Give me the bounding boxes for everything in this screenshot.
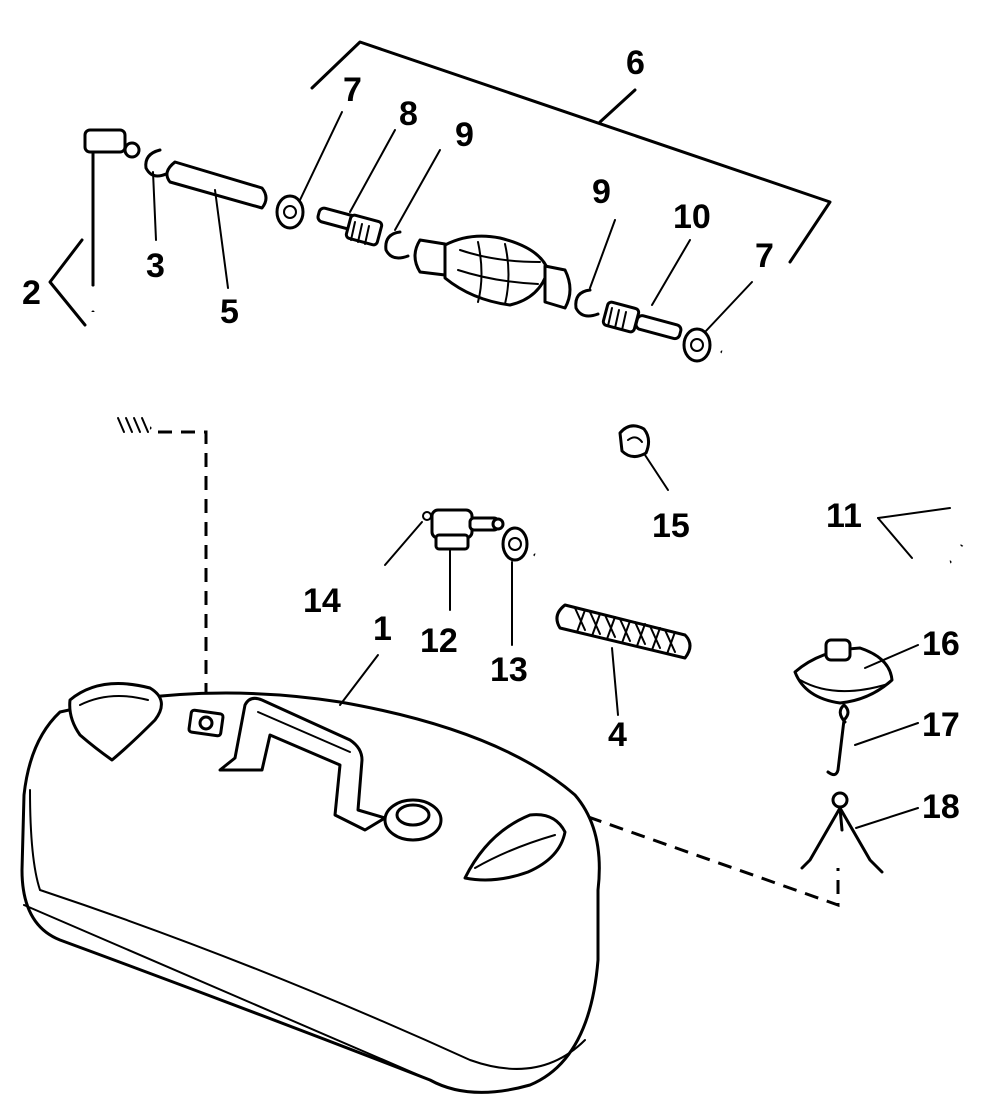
- clamp-7-left: [275, 111, 343, 230]
- hook-17: [826, 703, 919, 777]
- label-6: 6: [626, 44, 645, 82]
- label-7-left: 7: [343, 71, 362, 109]
- assembly-line-pickup: [158, 430, 208, 712]
- hose-sleeve: [555, 603, 692, 716]
- label-1: 1: [373, 610, 392, 648]
- fuel-tank: [20, 654, 601, 1094]
- fuel-hose: [531, 343, 982, 601]
- label-13: 13: [490, 651, 528, 689]
- clamp-7-right: [682, 281, 753, 363]
- label-14: 14: [303, 582, 341, 620]
- connector-12: [430, 508, 505, 611]
- o-ring: [422, 511, 432, 521]
- label-15: 15: [652, 507, 690, 545]
- clamp-13: [501, 526, 529, 646]
- label-3: 3: [146, 247, 165, 285]
- label-17: 17: [922, 706, 960, 744]
- label-10: 10: [673, 198, 711, 236]
- clamp-9-left: [384, 230, 410, 260]
- label-8: 8: [399, 95, 418, 133]
- fitting-10: [601, 239, 691, 341]
- label-18: 18: [922, 788, 960, 826]
- short-hose: [165, 160, 268, 289]
- label-12: 12: [420, 622, 458, 660]
- pickup-tube: [48, 128, 152, 433]
- label-2: 2: [22, 274, 41, 312]
- label-4: 4: [608, 716, 627, 754]
- check-valve-fitting: [316, 129, 396, 247]
- label-5: 5: [220, 293, 239, 331]
- label-11: 11: [826, 497, 862, 535]
- primer-bulb: [413, 234, 572, 310]
- label-9-right: 9: [592, 173, 611, 211]
- clamp-9-right: [574, 288, 600, 318]
- strap-18: [800, 791, 919, 874]
- label-16: 16: [922, 625, 960, 663]
- fuel-cap: [793, 638, 919, 705]
- part-labels: 1 2 3 4 5 6 7 7 8 9 9 10 11 12 13 14 15 …: [22, 44, 960, 826]
- label-7-right: 7: [755, 237, 774, 275]
- group-6-bracket: [310, 40, 832, 264]
- clamp-15: [618, 424, 669, 491]
- label-9-left: 9: [455, 116, 474, 154]
- clamp-3: [144, 148, 168, 178]
